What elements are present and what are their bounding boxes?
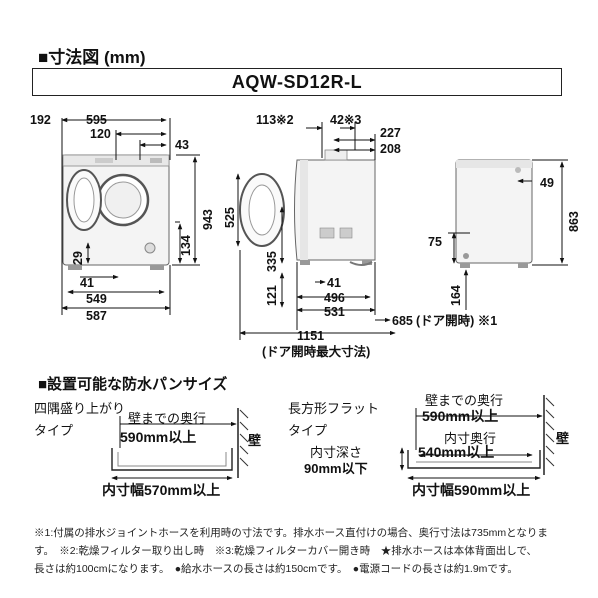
dim-113: 113※2 <box>256 113 294 127</box>
pan-type2-name-line2: タイプ <box>288 423 328 438</box>
dim-43: 43 <box>175 138 189 152</box>
dim-120: 120 <box>90 127 111 141</box>
dim-685-note: (ドア開時) ※1 <box>416 313 497 328</box>
dim-192: 192 <box>30 113 51 127</box>
dim-75: 75 <box>428 235 442 249</box>
dim-335: 335 <box>265 251 279 272</box>
dim-863: 863 <box>567 211 581 232</box>
dim-134: 134 <box>179 235 193 256</box>
dim-49: 49 <box>540 176 554 190</box>
pan-type1-depth-label: 壁までの奥行 <box>128 411 207 426</box>
pan-type2-inner-height-value: 90mm以下 <box>304 461 368 476</box>
footnote-line2: す。 ※2:乾燥フィルター取り出し時 ※3:乾燥フィルターカバー開き時 ★排水ホ… <box>34 545 538 557</box>
model-name: AQW-SD12R-L <box>231 71 363 92</box>
pan-type1-name-line1: 四隅盛り上がり <box>34 401 126 416</box>
dim-164: 164 <box>449 285 463 306</box>
pan-type2-inner-depth-value: 540mm以上 <box>418 444 495 460</box>
dim-208: 208 <box>380 142 401 156</box>
pan-type2-width: 内寸幅590mm以上 <box>412 482 531 498</box>
pan-type2-inner-depth-label: 内寸奥行 <box>444 431 497 446</box>
pan-type2-inner-height-label: 内寸深さ <box>310 445 363 460</box>
dim-496: 496 <box>324 291 345 305</box>
pan-type2-depth-label: 壁までの奥行 <box>425 393 504 408</box>
pan-type2-drawing <box>399 395 555 481</box>
pan-type2-depth-value: 590mm以上 <box>422 408 499 424</box>
pan-type2-name-line1: 長方形フラット <box>288 401 380 416</box>
dim-1151: 1151 <box>297 329 324 343</box>
front-view-drawing <box>62 154 170 270</box>
footnote-line3: 長さは約100cmになります。 ●給水ホースの長さは約150cmです。 ●電源コ… <box>34 563 518 575</box>
rear-view-drawing <box>455 159 533 268</box>
dim-587: 587 <box>86 309 107 323</box>
pan-type1-depth-value: 590mm以上 <box>120 429 197 445</box>
page-title: ■寸法図 (mm) <box>38 48 146 67</box>
dim-549: 549 <box>86 292 107 306</box>
pan-type1-name-line2: タイプ <box>34 423 74 438</box>
pan-section-title: ■設置可能な防水パンサイズ <box>38 376 228 393</box>
dim-41-front: 41 <box>80 276 94 290</box>
dim-41-side: 41 <box>327 276 341 290</box>
dim-227: 227 <box>380 126 401 140</box>
dim-1151-note: (ドア開時最大寸法) <box>262 344 370 359</box>
pan-type1-drawing <box>111 408 249 481</box>
dim-685: 685 <box>392 314 413 328</box>
dim-943: 943 <box>201 209 215 230</box>
dim-42: 42※3 <box>330 113 361 127</box>
pan-type2-wall: 壁 <box>556 431 570 446</box>
dim-29: 29 <box>71 251 85 265</box>
dim-595: 595 <box>86 113 107 127</box>
side-view-drawing <box>239 149 376 266</box>
dim-531: 531 <box>324 305 345 319</box>
dim-525: 525 <box>223 207 237 228</box>
dim-121: 121 <box>265 285 279 306</box>
footnote-line1: ※1:付属の排水ジョイントホースを利用時の寸法です。排水ホース直付けの場合、奥行… <box>34 527 548 539</box>
model-name-box: AQW-SD12R-L <box>32 68 562 96</box>
pan-type1-wall: 壁 <box>248 433 262 448</box>
pan-type1-width: 内寸幅570mm以上 <box>102 482 221 498</box>
